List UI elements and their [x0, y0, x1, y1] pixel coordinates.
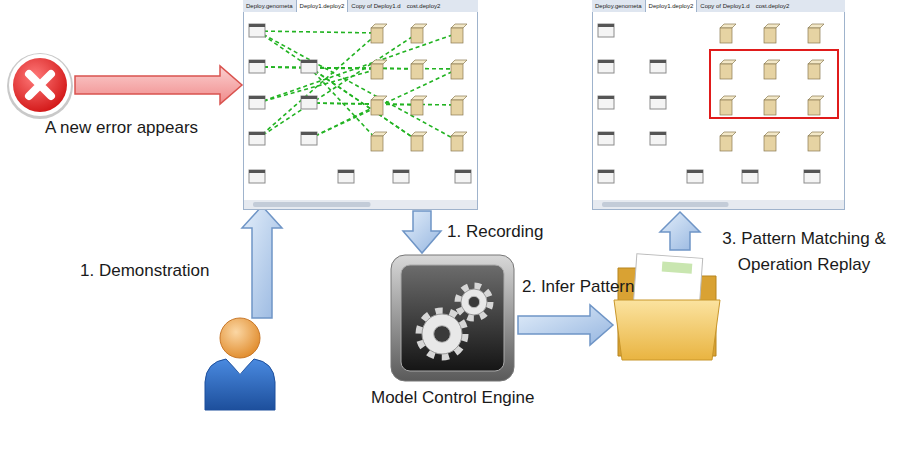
- infer-arrow: [518, 305, 613, 345]
- step-label: 2. Infer Pattern: [522, 274, 634, 300]
- person-icon: [205, 318, 275, 410]
- error-arrow: [75, 66, 242, 104]
- tab-bar: Deploy.genometaDeploy1.deploy2Copy of De…: [592, 0, 845, 12]
- folder-icon: [614, 254, 720, 360]
- engine-icon: [390, 254, 515, 382]
- error-caption: A new error appears: [45, 118, 198, 138]
- tab-label: Deploy.genometa: [592, 0, 645, 12]
- tab-label: cost.deploy2: [404, 0, 444, 12]
- engine-node: Model Control Engine: [390, 254, 515, 382]
- replay-arrow: [660, 212, 700, 250]
- tab-label: cost.deploy2: [753, 0, 793, 12]
- demonstration-arrow: [242, 206, 282, 318]
- screenshot-image: [243, 0, 478, 210]
- tab-label: Copy of Deploy1.d: [697, 0, 752, 12]
- step-label: 1. Demonstration: [80, 258, 209, 284]
- editor-screenshot: Deploy.genometaDeploy1.deploy2Copy of De…: [243, 0, 478, 210]
- tab-bar: Deploy.genometaDeploy1.deploy2Copy of De…: [243, 0, 478, 12]
- tab-label: Deploy.genometa: [243, 0, 296, 12]
- editor-screenshot: Deploy.genometaDeploy1.deploy2Copy of De…: [592, 0, 845, 210]
- recording-arrow: [403, 211, 441, 253]
- tab-label: Copy of Deploy1.d: [348, 0, 403, 12]
- error-node: A new error appears: [6, 52, 74, 120]
- engine-caption: Model Control Engine: [371, 388, 534, 408]
- edge-label: 1. Recording: [447, 219, 543, 245]
- error-icon: [6, 52, 74, 120]
- tab-label: Deploy1.deploy2: [296, 0, 349, 12]
- screenshot-image: [592, 0, 845, 210]
- tab-label: Deploy1.deploy2: [645, 0, 698, 12]
- step-label: 3. Pattern Matching & Operation Replay: [708, 226, 900, 278]
